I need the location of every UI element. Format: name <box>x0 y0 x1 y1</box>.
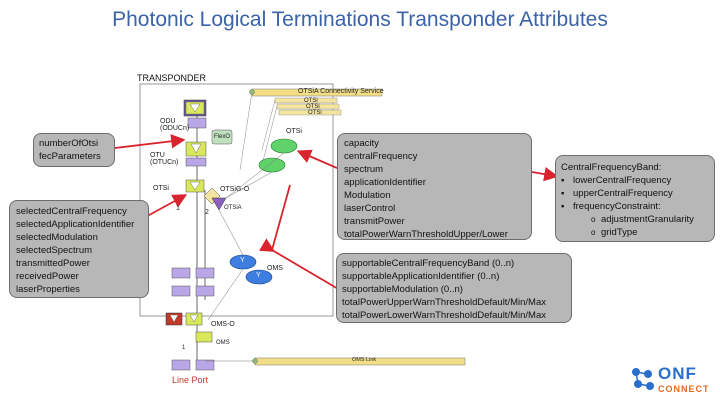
otsia-label: OTSiA <box>224 205 242 211</box>
otsi-label-a: OTSi <box>304 98 318 104</box>
line-port-label: Line Port <box>172 375 209 385</box>
supportable-attributes-callout: supportableCentralFrequencyBand (0..n) s… <box>336 253 572 323</box>
otsi-green-node-2 <box>258 157 286 173</box>
band-bullet: frequencyConstraint: <box>561 200 709 213</box>
page-title: Photonic Logical Terminations Transponde… <box>112 8 608 31</box>
callout-line: selectedSpectrum <box>16 245 93 256</box>
arrow-numberofotsi <box>114 134 186 149</box>
oms-node-y-2: Y <box>256 272 261 279</box>
otu-label: OTU(OTUCn) <box>150 152 179 166</box>
callout-line: totalPowerWarnThresholdUpper/Lower <box>344 229 508 240</box>
callout-line: applicationIdentifier <box>344 177 426 188</box>
otsi-label-c: OTSi <box>308 110 322 116</box>
onf-connect-logo: ONF CONNECT <box>628 360 712 400</box>
oms-o-label: OMS-O <box>211 321 235 328</box>
otsia-triangle <box>211 197 227 211</box>
arrow-supportable-up <box>271 184 291 251</box>
odu-label: ODU(ODUCn) <box>160 118 190 132</box>
onf-logo-icon <box>632 368 654 390</box>
port-row-1 <box>171 267 215 279</box>
node-number-1: 1 <box>176 205 180 212</box>
callout-line: supportableCentralFrequencyBand (0..n) <box>342 258 515 269</box>
band-bullet: lowerCentralFrequency <box>561 174 709 187</box>
callout-line: centralFrequency <box>344 151 418 162</box>
callout-line: supportableModulation (0..n) <box>342 284 463 295</box>
oms-blue-node-2 <box>245 269 273 285</box>
flexo-label: FlexO <box>214 134 231 140</box>
otsi-left-label: OTSi <box>153 185 169 192</box>
callout-line: totalPowerUpperWarnThresholdDefault/Min/… <box>342 297 546 308</box>
callout-line: receivedPower <box>16 271 79 282</box>
band-bullet-list: lowerCentralFrequency upperCentralFreque… <box>561 174 709 213</box>
otsia-service-label: OTSiA Connectivity Service <box>298 88 384 95</box>
callout-line: totalPowerLowerWarnThresholdDefault/Min/… <box>342 310 546 321</box>
flexo-box <box>211 129 233 145</box>
otsi-green-node-1 <box>270 138 298 154</box>
otsig-o-label: OTSiG-O <box>220 186 250 193</box>
callout-line: selectedCentralFrequency <box>16 206 127 217</box>
otsi-label-b: OTSi <box>306 104 320 110</box>
band-sub-bullet: adjustmentGranularity <box>591 213 709 226</box>
otsi-right-label: OTSi <box>286 128 302 135</box>
oms-bottom-label: OMS <box>216 340 230 346</box>
otsi-bar-c <box>278 109 342 116</box>
port-row-3 <box>171 359 215 371</box>
band-heading: CentralFrequencyBand: <box>561 162 662 173</box>
port-row-2 <box>171 285 215 297</box>
central-frequency-band-callout: CentralFrequencyBand: lowerCentralFreque… <box>555 155 715 242</box>
callout-line: laserControl <box>344 203 396 214</box>
callout-line: transmittedPower <box>16 258 90 269</box>
arrow-to-band-2 <box>531 167 559 182</box>
odu-triangle <box>189 103 201 113</box>
band-bullet: upperCentralFrequency <box>561 187 709 200</box>
left-attributes-callout: selectedCentralFrequency selectedApplica… <box>9 200 149 298</box>
callout-line: fecParameters <box>39 151 101 162</box>
odu-port <box>187 117 207 129</box>
callout-line: Modulation <box>344 190 391 201</box>
oms-label: OMS <box>267 265 283 272</box>
callout-line: transmitPower <box>344 216 405 227</box>
callout-line: numberOfOtsi <box>39 138 99 149</box>
oms-link-label: OMS Link <box>352 357 377 363</box>
band-sub-bullet: gridType <box>591 226 709 239</box>
callout-line: selectedModulation <box>16 232 98 243</box>
number-of-otsi-callout: numberOfOtsi fecParameters <box>33 133 115 167</box>
callout-line: capacity <box>344 138 379 149</box>
logo-onf-text: ONF <box>658 364 697 383</box>
callout-line: selectedApplicationIdentifier <box>16 219 135 230</box>
oms-node-y-1: Y <box>240 257 245 264</box>
node-number-2: 2 <box>205 209 209 216</box>
oms-node <box>195 331 213 343</box>
arrow-center-attrs <box>296 149 338 169</box>
otu-port <box>185 157 207 167</box>
callout-line: supportableApplicationIdentifier (0..n) <box>342 271 500 282</box>
arrow-supportable <box>259 238 341 291</box>
transponder-label: TRANSPONDER <box>137 73 207 83</box>
logo-connect-text: CONNECT <box>658 384 710 394</box>
callout-line: spectrum <box>344 164 384 175</box>
callout-line: laserProperties <box>16 284 80 295</box>
center-attributes-callout: capacity centralFrequency spectrum appli… <box>337 133 532 240</box>
oms-number-1: 1 <box>182 345 186 351</box>
band-sub-list: adjustmentGranularity gridType <box>561 213 709 239</box>
